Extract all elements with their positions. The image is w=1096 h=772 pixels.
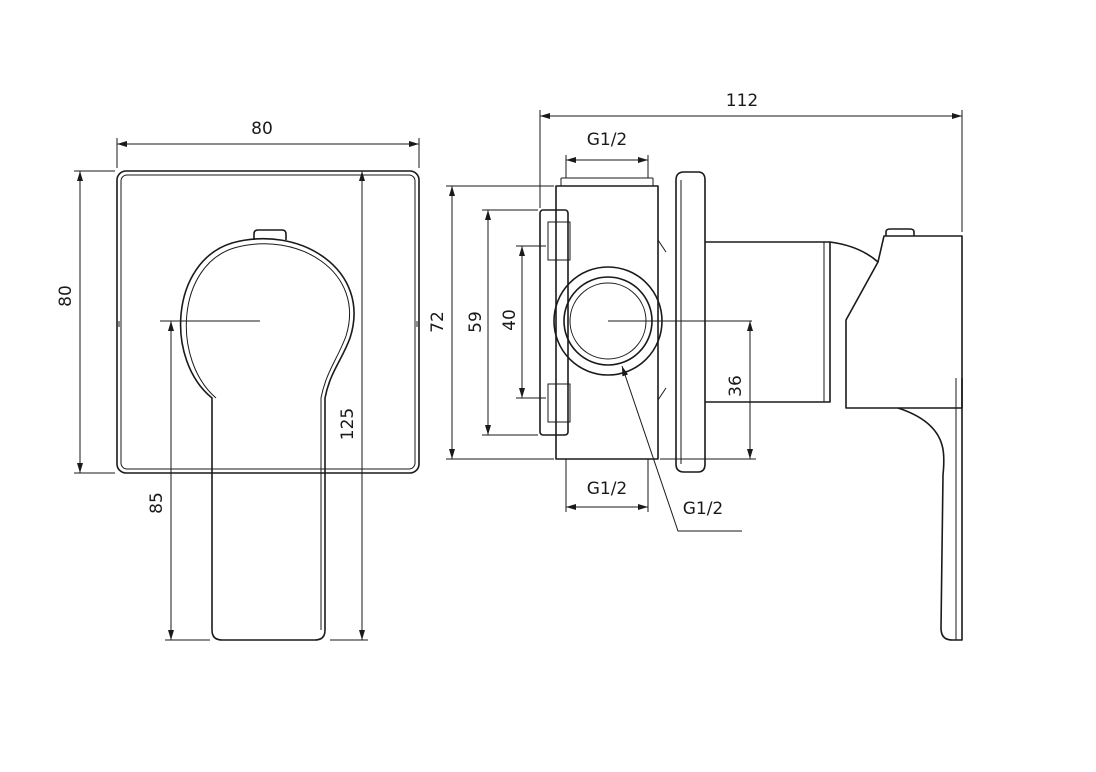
leader-front-port [621, 365, 742, 532]
dim-label-bottom-port: G1/2 [587, 479, 628, 499]
side-view: 112 G1/2 G1/2 G1/2 72 59 40 36 [428, 91, 963, 641]
front-plate-inner [120, 174, 416, 470]
side-cartridge [705, 241, 831, 403]
side-body-step-top [657, 239, 667, 253]
dim-label-72: 72 [428, 311, 448, 333]
dim-label-width: 80 [251, 119, 273, 139]
dim-label-36: 36 [726, 375, 746, 397]
side-body-step-bottom [657, 387, 667, 401]
side-body [555, 185, 659, 460]
front-plate-outline [116, 170, 420, 474]
side-cover-plate [675, 171, 706, 473]
front-view: 80 80 85 125 [56, 119, 420, 641]
front-lever-nub [253, 229, 287, 240]
dim-label-front-port: G1/2 [683, 499, 724, 519]
front-lever [179, 238, 355, 641]
dim-label-40: 40 [500, 309, 520, 331]
side-lever-head [829, 235, 963, 409]
side-lever-nub [885, 228, 915, 236]
front-lever-highlight [185, 243, 351, 630]
side-flange-tab-bottom [547, 383, 571, 423]
dim-label-125: 125 [338, 408, 358, 440]
dim-label-112: 112 [726, 91, 758, 111]
dim-label-59: 59 [466, 311, 486, 333]
dim-label-top-port: G1/2 [587, 130, 628, 150]
side-lever-arm [897, 378, 963, 641]
dim-label-85: 85 [147, 492, 167, 514]
side-flange-tab-top [547, 221, 571, 261]
dim-label-height: 80 [56, 285, 76, 307]
